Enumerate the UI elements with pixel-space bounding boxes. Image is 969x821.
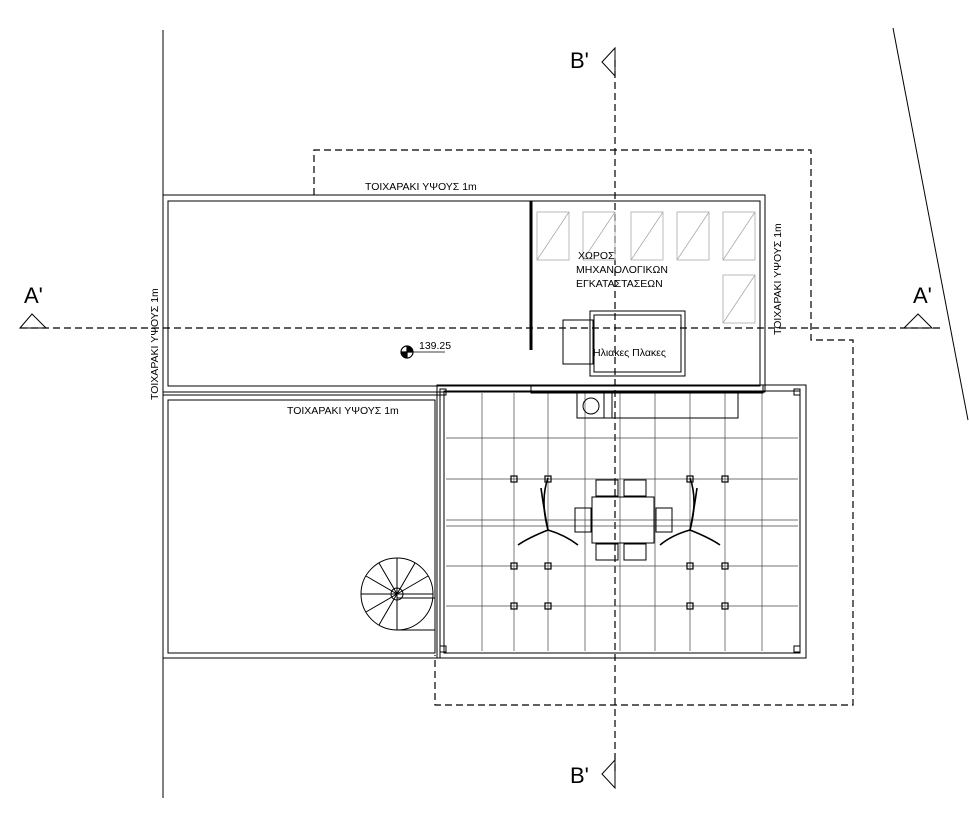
solar-panels-outer — [589, 310, 686, 377]
right-boundary-line — [892, 27, 969, 421]
svg-text:B': B' — [570, 763, 589, 788]
mech-equipment-boxes — [536, 211, 756, 324]
section-marker-b-bottom: B' — [570, 758, 616, 790]
section-marker-b-top: B' — [570, 46, 616, 78]
lower-terrace-outer — [162, 394, 441, 659]
spiral-staircase — [360, 557, 436, 631]
dining-table-set — [574, 479, 673, 561]
pergola-inner — [443, 390, 801, 654]
upper-block-outer — [162, 194, 766, 393]
mech-room-label-1: ΧΩΡΟΣ — [578, 250, 615, 262]
section-marker-a-right: A' — [902, 283, 934, 329]
pergola-columns — [510, 475, 729, 610]
svg-text:A': A' — [913, 283, 932, 308]
umbrella-left — [517, 477, 579, 546]
pergola-grid — [446, 393, 798, 651]
lower-terrace-inner — [167, 399, 436, 654]
elevation-label: 139.25 — [419, 340, 451, 352]
umbrella-right — [659, 477, 721, 546]
upper-block-inner — [167, 200, 761, 387]
svg-text:A': A' — [24, 283, 43, 308]
wall-label-lower: ΤΟΙΧΑΡΑΚΙ ΥΨΟΥΣ 1m — [287, 405, 399, 417]
elevation-marker — [400, 345, 445, 359]
solar-panels-inner — [593, 314, 682, 373]
section-marker-a-left: A' — [18, 283, 48, 329]
svg-text:B': B' — [570, 48, 589, 73]
solar-panel-base — [562, 319, 594, 365]
mech-room-label-3: ΕΓΚΑΤΑΣΤΑΣΕΩΝ — [576, 278, 663, 290]
pergola-outer — [436, 384, 807, 659]
equipment-unit — [576, 392, 739, 419]
pergola-corner-posts — [439, 388, 801, 653]
solar-panels-label: Ηλιακες Πλακες — [593, 347, 666, 359]
wall-label-right: ΤΟΙΧΑΡΑΚΙ ΥΨΟΥΣ 1m — [772, 223, 784, 335]
upper-dashed-outline — [313, 149, 854, 706]
mech-room-label-2: ΜΗΧΑΝΟΛΟΓΙΚΩΝ — [576, 264, 668, 276]
wall-label-left: ΤΟΙΧΑΡΑΚΙ ΥΨΟΥΣ 1m — [149, 288, 161, 400]
equipment-tank — [582, 397, 600, 415]
wall-label-top: ΤΟΙΧΑΡΑΚΙ ΥΨΟΥΣ 1m — [365, 181, 477, 193]
